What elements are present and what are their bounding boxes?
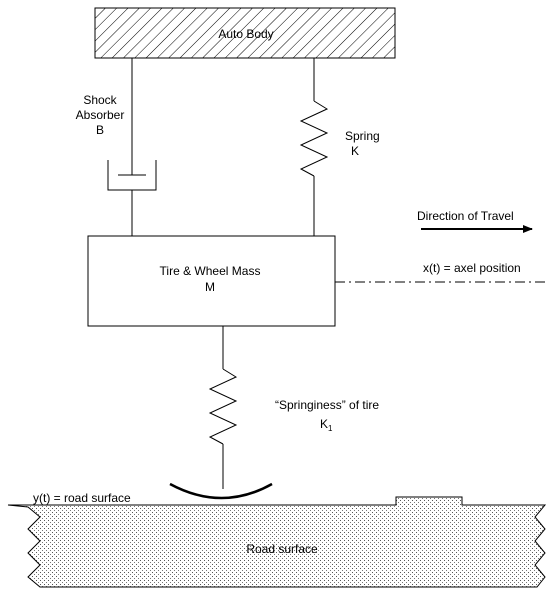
shock-absorber-symbol: B xyxy=(96,123,104,137)
wheel-mass: Tire & Wheel Mass M xyxy=(87,235,336,327)
tire-springiness-label: “Springiness” of tire xyxy=(275,398,379,412)
tire-spring xyxy=(208,326,238,489)
shock-absorber-label-line2: Absorber xyxy=(76,108,125,122)
auto-body-label: Auto Body xyxy=(218,27,273,41)
road-surface-signal-label: y(t) = road surface xyxy=(33,491,131,505)
body-spring xyxy=(299,58,329,236)
wheel-mass-symbol: M xyxy=(205,280,215,294)
auto-body: Auto Body xyxy=(94,7,396,59)
tire-contact-arc xyxy=(169,482,273,500)
shock-absorber-label-line1: Shock xyxy=(83,93,117,107)
wheel-mass-label: Tire & Wheel Mass xyxy=(160,264,261,278)
axle-position-label: x(t) = axel position xyxy=(423,261,521,275)
direction-label: Direction of Travel xyxy=(417,209,514,223)
tire-springiness-symbol: K1 xyxy=(320,417,333,433)
road-surface-label: Road surface xyxy=(246,542,318,556)
shock-absorber xyxy=(107,58,157,236)
spring-label: Spring xyxy=(345,129,380,143)
road-surface xyxy=(7,496,547,588)
spring-symbol: K xyxy=(351,144,359,158)
